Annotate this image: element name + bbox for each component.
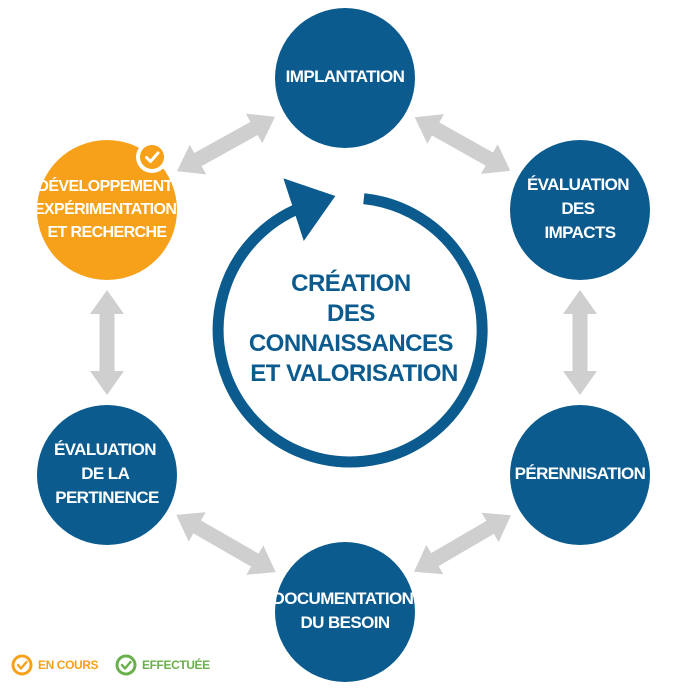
node-evaluation-impacts: ÉVALUATION DES IMPACTS <box>510 140 650 280</box>
node-label-line-1: DOCUMENTATION <box>273 589 414 608</box>
double-arrow-implantation-evaluation-impacts <box>414 114 511 174</box>
node-label-line-1: DÉVELOPPEMENT <box>37 176 173 195</box>
node-label-line-2: DU BESOIN <box>300 613 389 632</box>
badge-checkmark <box>145 151 160 163</box>
check-circle-icon <box>115 654 137 676</box>
center-ring-arrow <box>212 178 488 468</box>
double-arrow-evaluation-impacts-perennisation <box>563 290 597 395</box>
legend-label-effectuee: EFFECTUÉE <box>142 657 210 672</box>
center-line-1: CRÉATION <box>291 269 411 297</box>
node-circle <box>275 8 415 148</box>
node-label-line-2: DES <box>561 199 594 218</box>
node-label-line-2: DE LA <box>81 464 129 483</box>
legend-item-effectuee: EFFECTUÉE <box>115 654 211 676</box>
node-documentation-besoin: DOCUMENTATION DU BESOIN <box>273 542 418 682</box>
center-title: CRÉATION DES CONNAISSANCES ET VALORISATI… <box>249 269 459 387</box>
check-circle-icon-mark <box>16 660 28 670</box>
node-label: DOCUMENTATION DU BESOIN <box>273 589 418 632</box>
node-label: DÉVELOPPEMENT EXPÉRIMENTATION ET RECHERC… <box>34 176 180 241</box>
node-label: PÉRENNISATION <box>515 464 646 483</box>
node-label-line-1: PÉRENNISATION <box>515 464 646 483</box>
legend: EN COURS EFFECTUÉE <box>11 654 211 676</box>
node-label-line-2: EXPÉRIMENTATION <box>34 199 176 218</box>
node-label: IMPLANTATION <box>286 67 405 86</box>
node-evaluation-pertinence: ÉVALUATION DE LA PERTINENCE <box>37 405 177 545</box>
center-line-2: DES <box>327 300 375 327</box>
legend-item-en-cours: EN COURS <box>11 654 99 676</box>
double-arrow-documentation-besoin-evaluation-pertinence <box>176 512 276 575</box>
node-label-line-1: ÉVALUATION <box>527 175 629 194</box>
node-implantation: IMPLANTATION <box>275 8 415 148</box>
node-label-line-1: ÉVALUATION <box>54 440 156 459</box>
connector-arrows <box>90 113 597 575</box>
node-circle <box>510 405 650 545</box>
badge-inner <box>140 145 164 169</box>
center-cycle: CRÉATION DES CONNAISSANCES ET VALORISATI… <box>212 178 488 468</box>
check-circle-icon <box>11 654 33 676</box>
node-circle <box>510 140 650 280</box>
check-icon <box>136 141 168 173</box>
double-arrow-evaluation-pertinence-developpement <box>90 290 124 395</box>
node-circle <box>37 405 177 545</box>
legend-label-en-cours: EN COURS <box>38 658 99 672</box>
double-arrow-developpement-implantation <box>177 113 275 175</box>
node-label: ÉVALUATION DE LA PERTINENCE <box>54 440 160 507</box>
node-developpement: DÉVELOPPEMENT EXPÉRIMENTATION ET RECHERC… <box>34 140 180 280</box>
node-perennisation: PÉRENNISATION <box>510 405 650 545</box>
center-line-4: ET VALORISATION <box>250 360 458 387</box>
node-circle <box>275 542 415 682</box>
node-label-line-3: PERTINENCE <box>55 488 159 507</box>
node-label-line-3: IMPACTS <box>544 223 615 242</box>
check-circle-icon-mark <box>120 660 132 670</box>
node-label-line-1: IMPLANTATION <box>286 67 405 86</box>
center-line-3: CONNAISSANCES <box>249 330 454 357</box>
double-arrow-perennisation-documentation-besoin <box>414 512 511 575</box>
node-circle <box>37 140 177 280</box>
node-label: ÉVALUATION DES IMPACTS <box>527 175 633 242</box>
node-label-line-3: ET RECHERCHE <box>47 224 167 241</box>
